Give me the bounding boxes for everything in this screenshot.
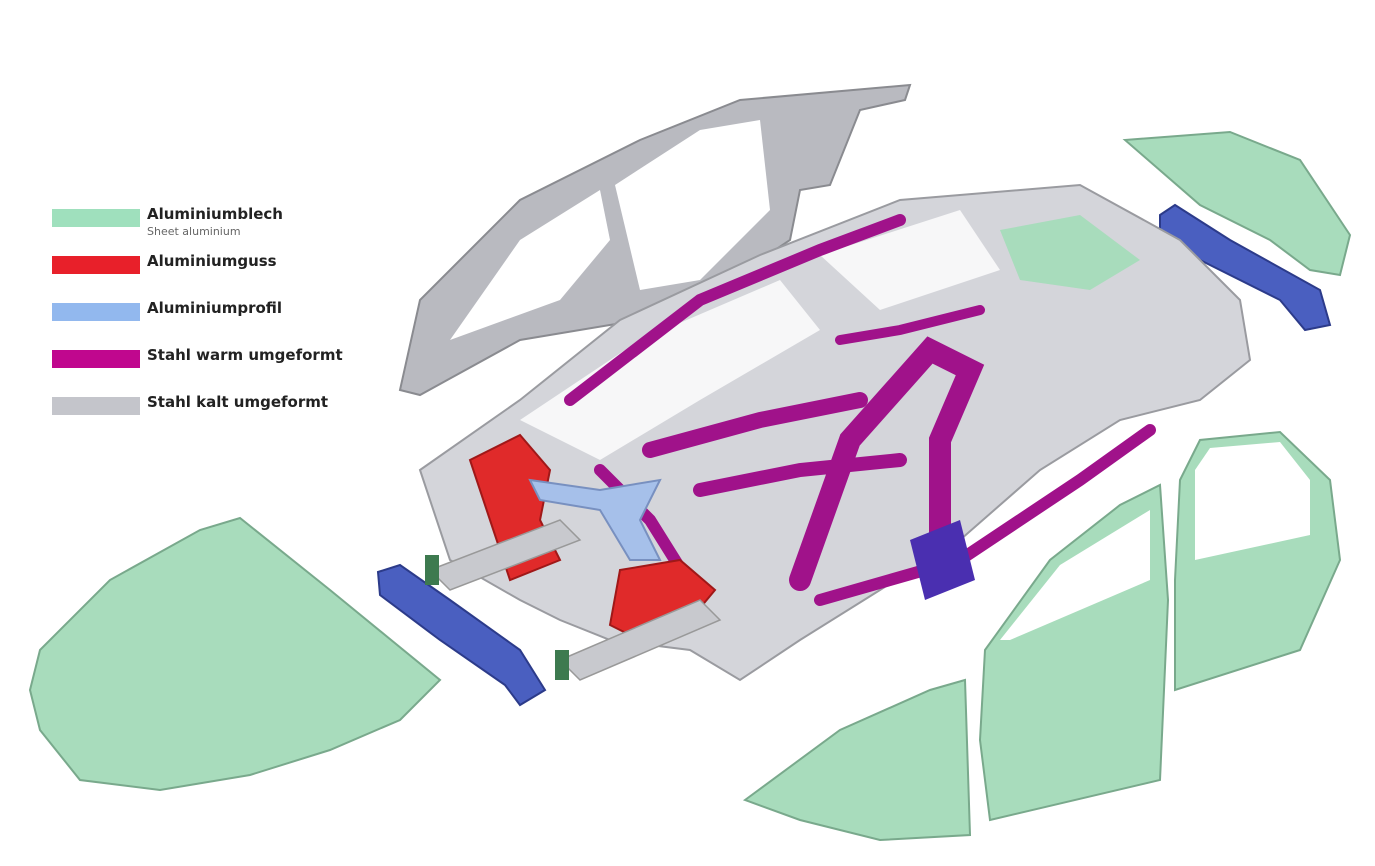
legend-sublabel: Sheet aluminium [147,225,241,238]
legend-swatch [52,209,140,227]
legend-label: Aluminiumguss [147,252,277,270]
hood [28,516,442,792]
strut-brace [528,478,662,561]
front-fender [742,678,972,842]
legend-swatch [52,350,140,368]
legend-swatch [52,303,140,321]
legend-label: Aluminiumblech [147,205,283,223]
legend-label: Stahl warm umgeformt [147,346,343,364]
legend-label: Aluminiumprofil [147,299,283,317]
side-panel-frame [398,83,912,397]
legend-label: Stahl kalt umgeformt [147,393,329,411]
legend-swatch [52,256,140,274]
legend-swatch [52,397,140,415]
trunk-lid [1122,130,1352,277]
b-pillar-base [910,520,975,600]
hot-formed-steel-parts [564,214,1156,606]
